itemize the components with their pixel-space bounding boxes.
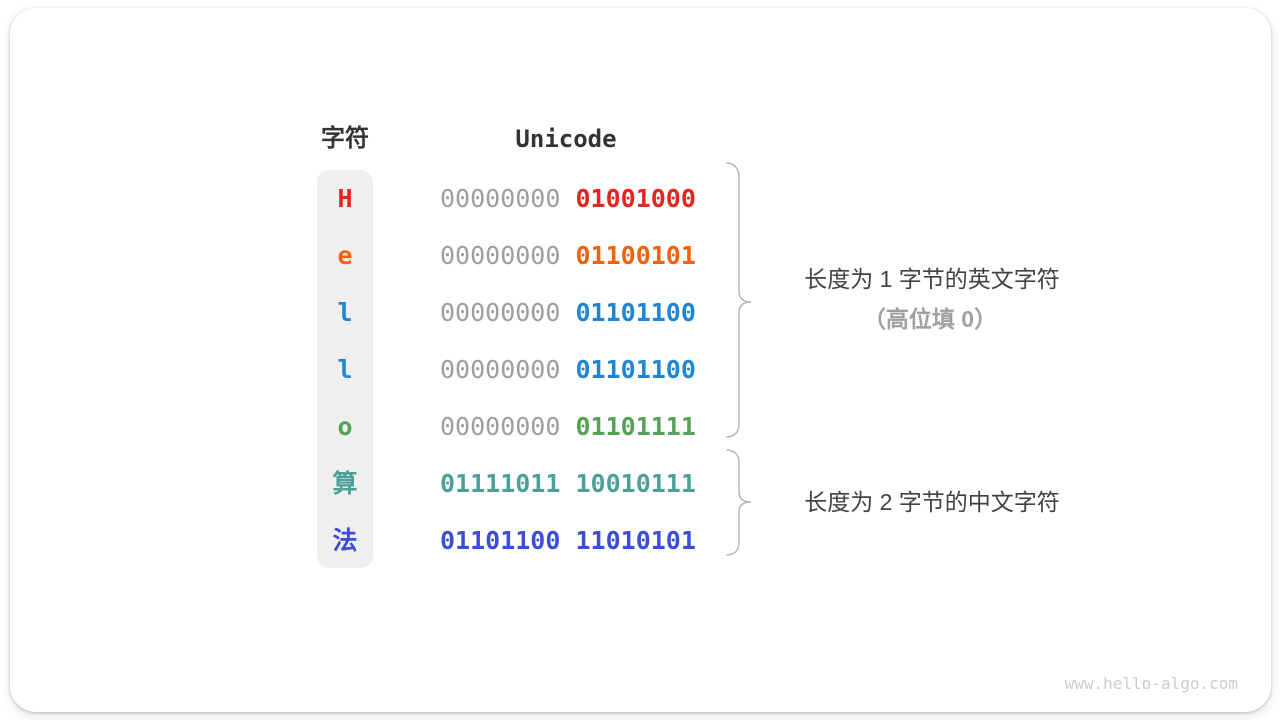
- high-byte: 01101100: [440, 526, 561, 555]
- character-label: e: [337, 241, 353, 270]
- high-byte: 00000000: [440, 184, 561, 213]
- high-byte: 00000000: [440, 355, 561, 384]
- character-label: l: [337, 298, 353, 327]
- unicode-binary: 00000000 01100101: [440, 242, 696, 270]
- low-byte: 10010111: [575, 469, 696, 498]
- low-byte: 01100101: [575, 241, 696, 270]
- high-byte: 01111011: [440, 469, 561, 498]
- table-row: l 00000000 01101100: [10, 356, 1271, 384]
- character-label: 法: [332, 526, 358, 555]
- unicode-binary: 00000000 01001000: [440, 185, 696, 213]
- unicode-binary: 00000000 01101100: [440, 356, 696, 384]
- low-byte: 01101111: [575, 412, 696, 441]
- high-byte: 00000000: [440, 241, 561, 270]
- low-byte: 01101100: [575, 355, 696, 384]
- low-byte: 11010101: [575, 526, 696, 555]
- annotation-chinese-chars: 长度为 2 字节的中文字符: [804, 489, 1060, 515]
- character-label: o: [337, 412, 353, 441]
- table-row: 法 01101100 11010101: [10, 527, 1271, 555]
- unicode-binary: 00000000 01101100: [440, 299, 696, 327]
- low-byte: 01001000: [575, 184, 696, 213]
- high-byte: 00000000: [440, 412, 561, 441]
- unicode-binary: 01111011 10010111: [440, 470, 696, 498]
- character-label: H: [337, 184, 353, 213]
- high-byte: 00000000: [440, 298, 561, 327]
- character-label: l: [337, 355, 353, 384]
- annotation-english-chars: 长度为 1 字节的英文字符: [804, 266, 1060, 292]
- column-header-character: 字符: [321, 125, 369, 152]
- figure-card: 字符 Unicode H 00000000 01001000 e 0000000…: [10, 8, 1271, 712]
- table-row: o 00000000 01101111: [10, 413, 1271, 441]
- low-byte: 01101100: [575, 298, 696, 327]
- character-column-background: [317, 170, 373, 568]
- character-label: 算: [332, 469, 358, 498]
- watermark-url: www.hello-algo.com: [1064, 674, 1238, 693]
- unicode-binary: 01101100 11010101: [440, 527, 696, 555]
- unicode-binary: 00000000 01101111: [440, 413, 696, 441]
- column-header-unicode: Unicode: [515, 125, 617, 153]
- table-row: 算 01111011 10010111: [10, 470, 1271, 498]
- table-row: H 00000000 01001000: [10, 185, 1271, 213]
- annotation-high-bits-zero: （高位填 0）: [862, 306, 998, 332]
- table-row: e 00000000 01100101: [10, 242, 1271, 270]
- table-row: l 00000000 01101100: [10, 299, 1271, 327]
